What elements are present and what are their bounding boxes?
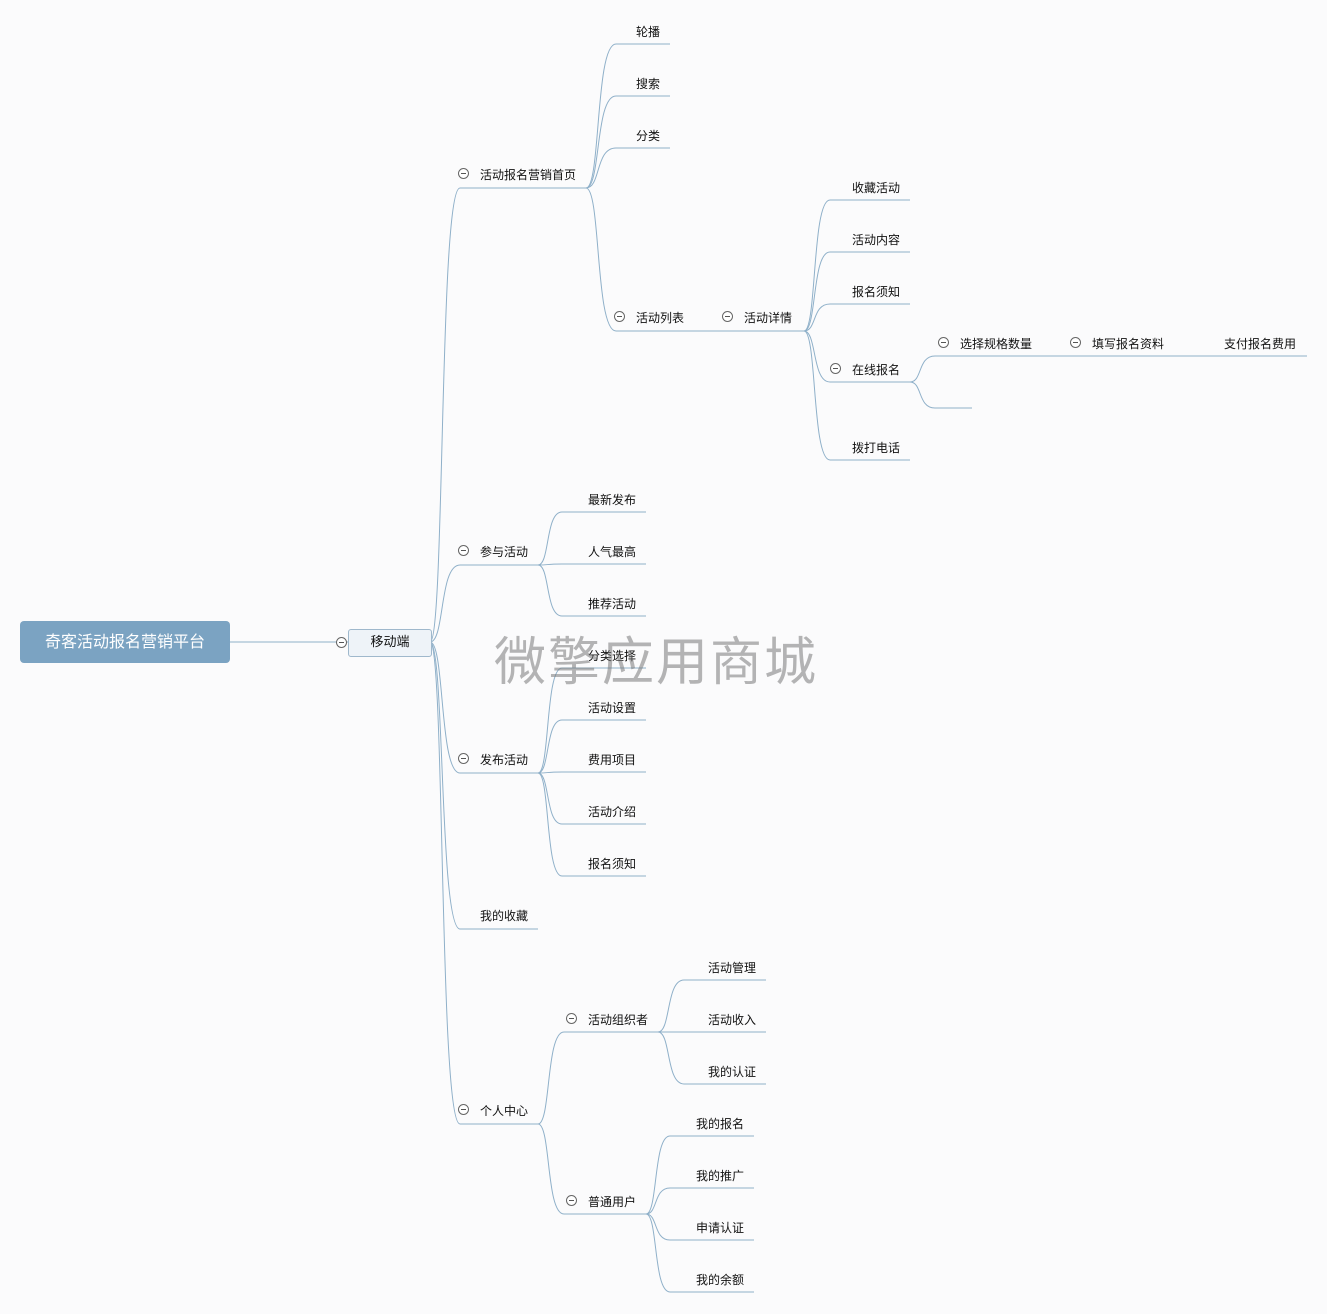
connector-line	[645, 1213, 754, 1293]
node-online-signup[interactable]: 在线报名	[852, 363, 901, 377]
connector-line	[645, 1135, 754, 1215]
collapse-toggle-icon[interactable]	[458, 545, 469, 556]
node-personal[interactable]: 个人中心	[480, 1104, 529, 1118]
node-activity-intro[interactable]: 活动介绍	[588, 805, 637, 819]
node-activity-content[interactable]: 活动内容	[852, 233, 901, 247]
node-popular[interactable]: 人气最高	[588, 545, 637, 559]
node-activity-manage[interactable]: 活动管理	[708, 961, 757, 975]
connector-line	[803, 251, 910, 332]
node-carousel[interactable]: 轮播	[636, 25, 661, 39]
connector-line	[537, 772, 646, 877]
connector-line	[909, 355, 1050, 383]
node-my-promo[interactable]: 我的推广	[696, 1169, 745, 1183]
connector-line	[429, 641, 538, 774]
node-call-phone[interactable]: 拨打电话	[852, 441, 901, 455]
collapse-toggle-icon[interactable]	[1070, 337, 1081, 348]
node-my-signup[interactable]: 我的报名	[696, 1117, 745, 1131]
node-favorite-activity[interactable]: 收藏活动	[852, 181, 901, 195]
node-my-balance[interactable]: 我的余额	[696, 1273, 745, 1287]
connector-line	[537, 771, 646, 774]
node-apply-cert[interactable]: 申请认证	[696, 1221, 745, 1235]
collapse-toggle-icon[interactable]	[614, 311, 625, 322]
collapse-toggle-icon[interactable]	[722, 311, 733, 322]
connector-line	[537, 772, 646, 825]
node-activity-income[interactable]: 活动收入	[708, 1013, 757, 1027]
node-activity-detail[interactable]: 活动详情	[744, 311, 793, 325]
connector-line	[657, 1031, 766, 1085]
collapse-toggle-icon[interactable]	[830, 363, 841, 374]
connector-line	[429, 641, 538, 930]
node-join[interactable]: 参与活动	[480, 545, 529, 559]
connector-line	[585, 147, 670, 189]
node-recommend[interactable]: 推荐活动	[588, 597, 637, 611]
node-publish[interactable]: 发布活动	[480, 753, 529, 767]
node-organizer[interactable]: 活动组织者	[588, 1013, 649, 1027]
connector-line	[429, 641, 538, 1125]
connector-line	[645, 1187, 754, 1215]
node-activity-list[interactable]: 活动列表	[636, 311, 685, 325]
node-search[interactable]: 搜索	[636, 77, 661, 91]
connector-line	[657, 979, 766, 1033]
node-fee-items[interactable]: 费用项目	[588, 753, 637, 767]
node-fill-info[interactable]: 填写报名资料	[1092, 337, 1165, 351]
connector-line	[645, 1213, 754, 1241]
node-category[interactable]: 分类	[636, 129, 661, 143]
collapse-toggle-icon[interactable]	[336, 637, 347, 648]
connector-line	[537, 1031, 658, 1125]
connector-line	[585, 95, 670, 189]
node-activity-settings[interactable]: 活动设置	[588, 701, 637, 715]
root-node[interactable]: 奇客活动报名营销平台	[20, 621, 230, 663]
connector-line	[909, 381, 972, 409]
node-my-cert[interactable]: 我的认证	[708, 1065, 757, 1079]
connector-line	[429, 187, 586, 643]
node-signup-notice[interactable]: 报名须知	[852, 285, 901, 299]
collapse-toggle-icon[interactable]	[566, 1195, 577, 1206]
mobile-node[interactable]: 移动端	[348, 629, 432, 657]
connector-line	[803, 330, 910, 383]
node-latest[interactable]: 最新发布	[588, 493, 637, 507]
connector-line	[537, 563, 646, 566]
node-select-spec[interactable]: 选择规格数量	[960, 337, 1033, 351]
node-pay-fee[interactable]: 支付报名费用	[1224, 337, 1297, 351]
connector-line	[803, 330, 910, 461]
connector-line	[537, 564, 646, 617]
connector-line	[585, 187, 700, 332]
node-publish-notice[interactable]: 报名须知	[588, 857, 637, 871]
connector-line	[803, 199, 910, 332]
collapse-toggle-icon[interactable]	[458, 168, 469, 179]
connector-line	[537, 667, 646, 774]
connector-line	[537, 719, 646, 774]
collapse-toggle-icon[interactable]	[458, 753, 469, 764]
connector-line	[585, 43, 670, 189]
collapse-toggle-icon[interactable]	[458, 1104, 469, 1115]
connector-line	[537, 1123, 646, 1215]
connector-line	[803, 303, 910, 332]
connector-line	[537, 511, 646, 566]
node-home[interactable]: 活动报名营销首页	[480, 168, 577, 182]
collapse-toggle-icon[interactable]	[938, 337, 949, 348]
connector-line	[429, 564, 538, 643]
node-normal-user[interactable]: 普通用户	[588, 1195, 637, 1209]
node-category-select[interactable]: 分类选择	[588, 649, 637, 663]
collapse-toggle-icon[interactable]	[566, 1013, 577, 1024]
node-my-favorites[interactable]: 我的收藏	[480, 909, 529, 923]
